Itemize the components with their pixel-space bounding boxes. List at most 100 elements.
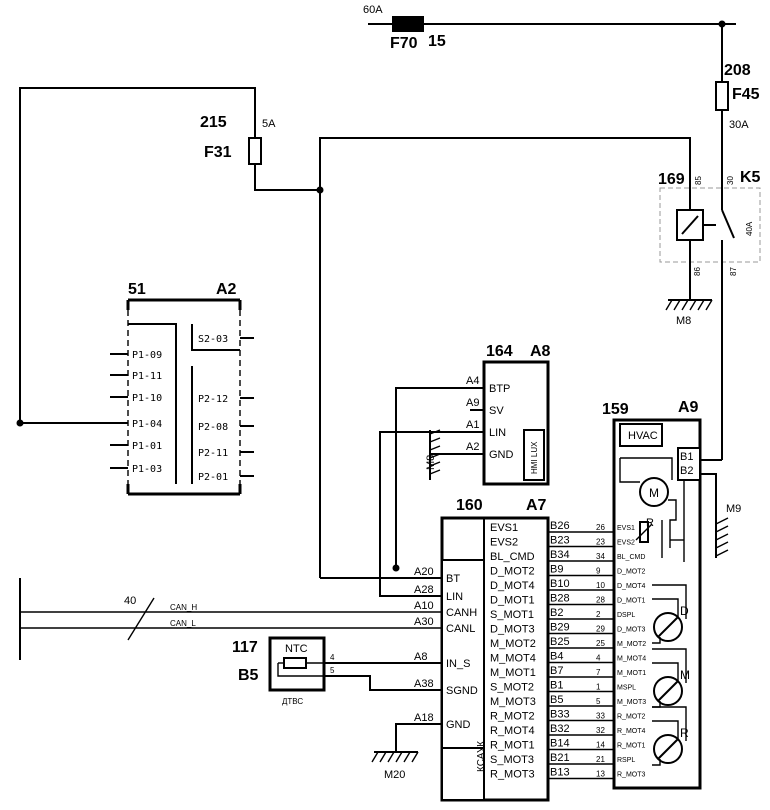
a2-pin-label: P1-01: [132, 441, 162, 452]
a7-pin-name: S_MOT2: [490, 682, 534, 694]
a8-pin-name: GND: [489, 449, 514, 461]
a9-signal: D_MOT3: [617, 627, 646, 634]
a9-wire-num: 1: [596, 683, 601, 692]
a7-connector: B7: [550, 665, 563, 677]
f31-id: F31: [204, 144, 232, 161]
a9-signal: D_MOT1: [617, 598, 646, 605]
a7-pin-name: LIN: [446, 591, 463, 603]
a7-connector: B4: [550, 651, 563, 663]
a7-connector: B21: [550, 752, 570, 764]
a7-pin-name: EVS2: [490, 537, 518, 549]
a7-pin-name: R_MOT1: [490, 740, 535, 752]
a9-signal: MSPL: [617, 685, 636, 692]
can-l-label: CAN_L: [170, 619, 196, 628]
a9-wire-num: 32: [596, 726, 605, 735]
a9-ground-label: M9: [726, 503, 741, 515]
a8-connector: A4: [466, 375, 479, 387]
k5-pin30: 30: [726, 176, 735, 185]
a9-signal: D_MOT4: [617, 583, 646, 590]
a8-hmi-label: HMI LUX: [530, 441, 539, 474]
a7-pin-name: D_MOT3: [490, 624, 535, 636]
a7-pin-name: S_MOT3: [490, 754, 534, 766]
a9-signal: BL_CMD: [617, 554, 645, 561]
a7-connector: B34: [550, 549, 570, 561]
a7-pin-name: M_MOT2: [490, 638, 536, 650]
relay-k5-frame: [659, 187, 761, 263]
a9-wire-num: 26: [596, 523, 605, 532]
ground-m20-label: M20: [384, 769, 405, 781]
a9-signal: R_MOT2: [617, 714, 646, 721]
a7-pin-name: S_MOT1: [490, 609, 534, 621]
k5-rating: 40A: [745, 221, 754, 236]
a9-signal: RSPL: [617, 757, 635, 764]
k5-num: 169: [658, 171, 685, 188]
a9-b1: B1: [680, 451, 693, 463]
a2-pin-label: P2-01: [198, 472, 228, 483]
a9-signal: D_MOT2: [617, 569, 646, 576]
a7-pin-name: R_MOT3: [490, 769, 535, 781]
actuator-label: D: [680, 604, 689, 618]
a2-pin-label: P1-04: [132, 419, 162, 430]
a9-num: 159: [602, 401, 629, 418]
b5-label: ДТВС: [282, 697, 303, 706]
b5-wire4: 4: [330, 653, 335, 662]
f70-rating: 60A: [363, 4, 383, 16]
a7-id: A7: [526, 497, 547, 514]
b5-num: 117: [232, 639, 258, 656]
a9-wire-num: 9: [596, 567, 601, 576]
a7-pin-name: M_MOT4: [490, 653, 536, 665]
a8-pin-name: SV: [489, 405, 504, 417]
a9-signal: M_MOT1: [617, 670, 646, 677]
blower-motor: [639, 477, 669, 507]
a7-pin-name: M_MOT3: [490, 696, 536, 708]
a9-signal: EVS1: [617, 525, 635, 532]
a8-id: A8: [530, 343, 551, 360]
a2-pin-label: S2-03: [198, 334, 228, 345]
relay-contact: [721, 209, 735, 239]
a7-connector: A10: [414, 600, 434, 612]
a9-wire-num: 14: [596, 741, 605, 750]
a7-connector: B29: [550, 622, 570, 634]
a2-pin-label: P1-03: [132, 464, 162, 475]
a7-connector: A30: [414, 616, 434, 628]
f70-num: 15: [428, 33, 446, 50]
a9-signal: M_MOT2: [617, 641, 646, 648]
a9-signal: M_MOT4: [617, 656, 646, 663]
can-count: 40: [124, 595, 136, 607]
a7-pin-name: EVS1: [490, 522, 518, 534]
b5-id: B5: [238, 667, 259, 684]
a7-connector: B26: [550, 520, 570, 532]
a7-connector: B5: [550, 694, 563, 706]
a7-pin-name: CANH: [446, 607, 477, 619]
a7-pin-name: R_MOT2: [490, 711, 535, 723]
can-bundle-slash: [127, 597, 155, 641]
ground-m8-label: M8: [676, 315, 691, 327]
hvac-box: [619, 423, 663, 447]
actuator-label: R: [680, 726, 689, 740]
a7-connector: A20: [414, 566, 434, 578]
k5-pin87: 87: [729, 267, 738, 276]
a9-signal: R_MOT1: [617, 743, 646, 750]
f31-num: 215: [200, 114, 227, 131]
a2-pin-label: P1-10: [132, 393, 162, 404]
a8-ground-label: M8: [425, 455, 437, 470]
a7-pin-name: BL_CMD: [490, 551, 535, 563]
a9-wire-num: 25: [596, 639, 605, 648]
f45-num: 208: [724, 62, 751, 79]
junction-dot: [392, 564, 400, 572]
fuse-f70: [392, 16, 424, 32]
a7-pin-name: IN_S: [446, 658, 470, 670]
a9-signal: EVS2: [617, 540, 635, 547]
a7-pin-name: D_MOT2: [490, 566, 535, 578]
a9-wire-num: 2: [596, 610, 601, 619]
a9-wire-num: 7: [596, 668, 601, 677]
a7-pin-name: GND: [446, 719, 471, 731]
a9-b2: B2: [680, 465, 693, 477]
a7-connector: B23: [550, 535, 570, 547]
a2-pin-label: P2-08: [198, 422, 228, 433]
f70-id: F70: [390, 35, 418, 52]
b5-ntc: NTC: [285, 643, 308, 655]
a2-pin-label: P1-11: [132, 371, 162, 382]
a7-connector: B32: [550, 723, 570, 735]
a7-connector: B9: [550, 564, 563, 576]
